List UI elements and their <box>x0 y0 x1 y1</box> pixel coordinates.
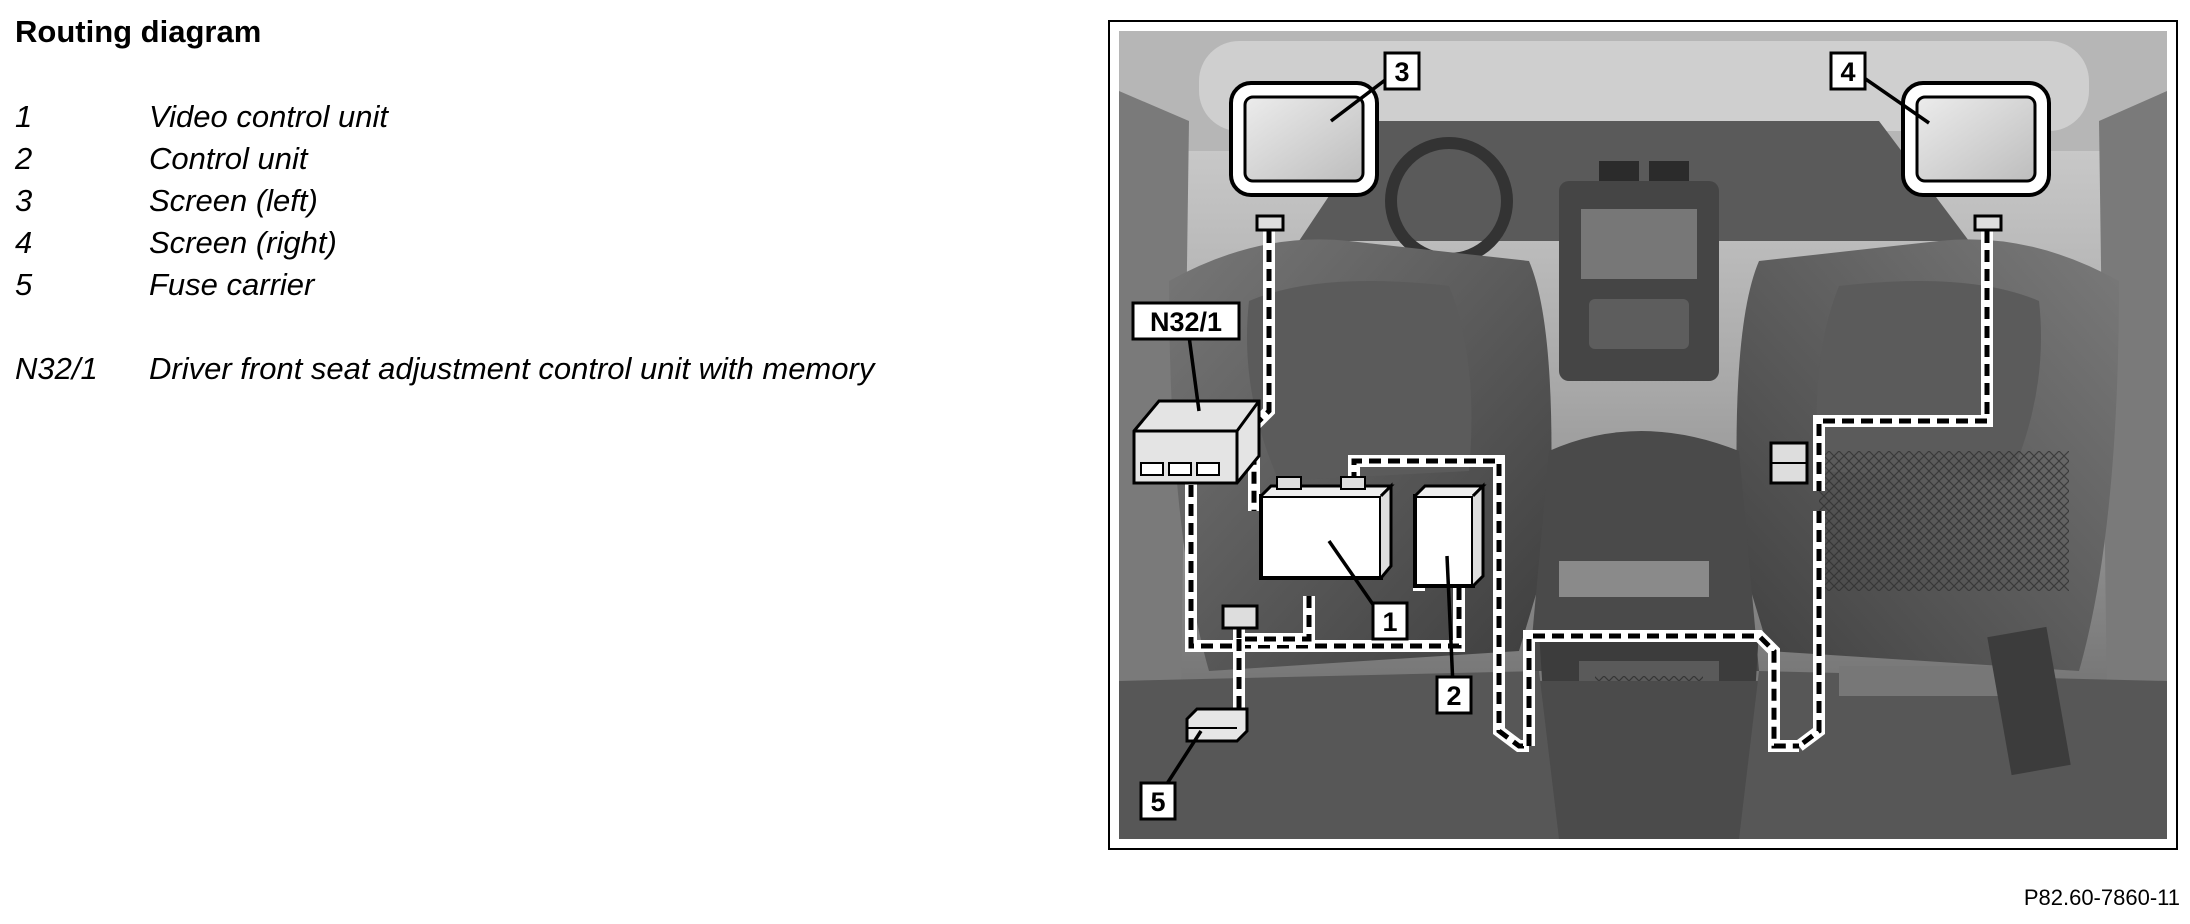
wiring-harness <box>1185 231 1993 752</box>
screen-right <box>1901 81 2051 232</box>
callout-4-label: 4 <box>1840 57 1855 87</box>
fuse-carrier <box>1185 707 1249 743</box>
legend-key: 1 <box>15 99 33 134</box>
legend-key: 3 <box>15 183 33 218</box>
control-unit <box>1413 482 1487 588</box>
callout-4: 4 <box>1829 51 1867 91</box>
callout-2-label: 2 <box>1446 681 1461 711</box>
routing-diagram: 3 4 N32/1 1 2 5 <box>1119 31 2167 839</box>
callout-1: 1 <box>1371 601 1409 641</box>
page-title: Routing diagram <box>15 14 262 49</box>
callout-3-label: 3 <box>1394 57 1409 87</box>
legend-key: 2 <box>15 141 33 176</box>
routing-figure: 3 4 N32/1 1 2 5 <box>1108 20 2178 850</box>
connectors <box>1221 441 1809 630</box>
callout-3: 3 <box>1383 51 1421 91</box>
legend-key: N32/1 <box>15 351 98 386</box>
callout-5: 5 <box>1139 781 1177 821</box>
legend-desc: Screen (left) <box>149 183 318 218</box>
legend-desc: Screen (right) <box>149 225 337 260</box>
legend-key: 4 <box>15 225 33 260</box>
callout-5-label: 5 <box>1150 787 1165 817</box>
legend-desc: Driver front seat adjustment control uni… <box>149 351 875 386</box>
figure-reference: P82.60-7860-11 <box>2023 885 2180 910</box>
legend-desc: Video control unit <box>149 99 388 134</box>
seat-control-unit <box>1132 399 1261 485</box>
legend-key: 5 <box>15 267 33 302</box>
video-control-unit <box>1259 476 1395 580</box>
callout-2: 2 <box>1435 675 1473 715</box>
callout-1-label: 1 <box>1382 607 1397 637</box>
legend-desc: Fuse carrier <box>149 267 315 302</box>
callout-n32: N32/1 <box>1131 301 1241 341</box>
legend-desc: Control unit <box>149 141 308 176</box>
callout-n32-label: N32/1 <box>1150 307 1222 337</box>
